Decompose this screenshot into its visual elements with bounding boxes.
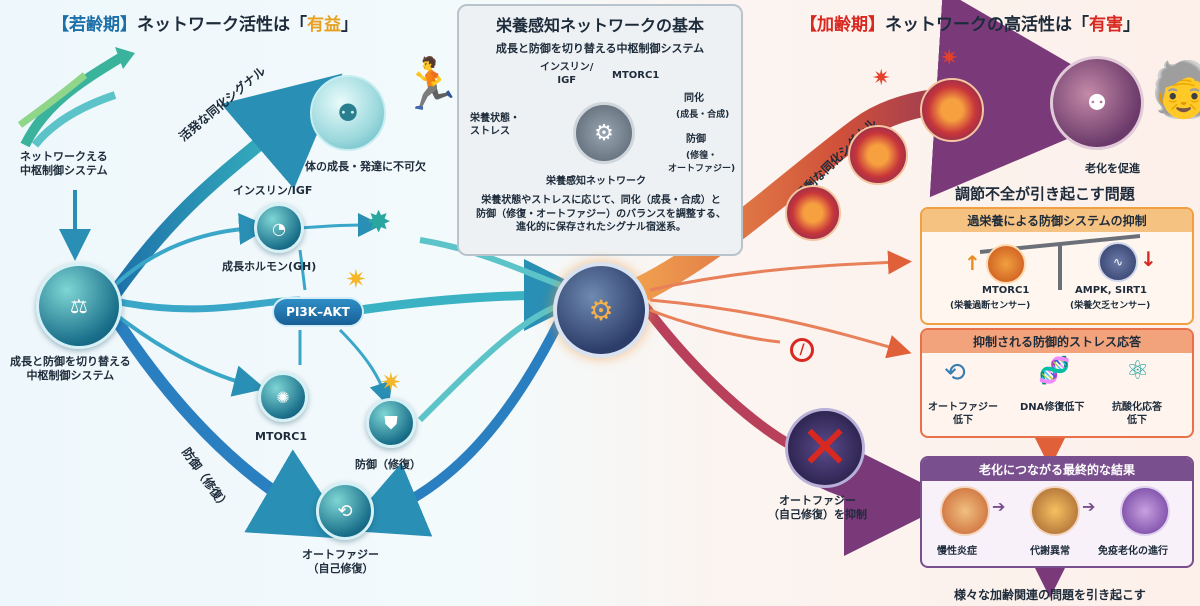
footer-text: 様々な加齢関連の問題を引き起こす: [954, 588, 1146, 602]
hub-label: 成長と防御を切り替える 中枢制御システム: [10, 355, 131, 382]
growth-leaves-icon: [17, 47, 135, 148]
spark-icon: ✷: [345, 265, 367, 295]
spark-icon-4: ✷: [940, 46, 959, 71]
runner-icon: 🏃: [400, 55, 463, 113]
center-anabolism: 同化: [684, 93, 704, 104]
mtorc1-label-left: MTORC1: [255, 430, 307, 443]
autophagy-down-icon: ⟲: [944, 358, 966, 388]
gh-label: 成長ホルモン(GH): [222, 260, 317, 273]
burst-icon: ✸: [366, 205, 392, 240]
autophagy-label: オートファジー （自己修復）: [302, 548, 379, 575]
center-network-label: 栄養感知ネットワーク: [546, 176, 646, 187]
autophagy-suppressed-node: ✕: [785, 408, 865, 488]
box3-title: 老化につながる最終的な結果: [922, 458, 1192, 481]
aging-label: 老化を促進: [1085, 162, 1140, 175]
cell-icon: ⚉: [310, 75, 386, 151]
left-title-bracket: 【若齢期】: [52, 15, 137, 35]
pi3k-akt-node: PI3K–AKT: [272, 297, 364, 327]
result-inflammation: 慢性炎症: [937, 546, 977, 557]
cell-icon: [848, 125, 908, 185]
mtorc1-right-node: [986, 244, 1026, 284]
problems-title: 調節不全が引き起こす問題: [955, 185, 1135, 203]
gear-icon: ⚙: [573, 102, 635, 164]
spark-icon-2: ✷: [380, 368, 402, 398]
arrow-right-icon: ➔: [992, 497, 1006, 516]
item-antiox: 抗酸化応答 低下: [1112, 402, 1162, 426]
left-title: 【若齢期】ネットワーク活性は「有益」: [52, 10, 358, 35]
arrow-down-icon: ↓: [1140, 247, 1157, 271]
atom-icon: ⚛: [1126, 356, 1150, 386]
spark-icon-3: ✷: [872, 66, 891, 91]
right-title-main: ネットワークの高活性は「: [885, 15, 1089, 35]
center-insulin: インスリン/ IGF: [540, 62, 594, 86]
insulin-node: ◔: [254, 203, 304, 253]
right-title-bracket: 【加齢期】: [800, 15, 885, 35]
result-metabolic: 代謝異常: [1030, 546, 1070, 557]
arrow-right-icon-2: ➔: [1082, 497, 1096, 516]
center-nutrition: 栄養状態・ ストレス: [470, 113, 520, 137]
inflammation-icon: [940, 486, 990, 536]
autophagy-node: ⟲: [316, 482, 374, 540]
item-dna: DNA修復低下: [1020, 402, 1085, 413]
left-title-emph: 有益: [307, 15, 341, 35]
left-title-main: ネットワーク活性は「: [137, 15, 307, 35]
hub-node: ⚖: [36, 263, 122, 349]
mtorc1-node-left: ✺: [258, 372, 308, 422]
prohibit-icon: /: [790, 338, 814, 362]
center-defense: 防御: [686, 134, 706, 145]
metabolic-icon: [1030, 486, 1080, 536]
box-suppressed-defense: 抑制される防御的ストレス応答: [920, 328, 1194, 438]
right-title: 【加齢期】ネットワークの高活性は「有害」: [800, 10, 1140, 35]
dna-icon: 🧬: [1038, 356, 1071, 386]
center-anabolism-sub: (成長・合成): [676, 110, 730, 120]
ampk-name: AMPK, SIRT1: [1075, 285, 1148, 296]
insulin-label: インスリン/IGF: [233, 184, 313, 197]
center-mtorc1: MTORC1: [612, 70, 660, 81]
scales-icon: ⚖: [70, 294, 88, 318]
arrow-up-icon: ↑: [964, 251, 981, 275]
center-title: 栄養感知ネットワークの基本: [495, 16, 704, 35]
mtorc1-right-name: MTORC1: [982, 285, 1030, 296]
cell-icon: [785, 185, 841, 241]
left-title-end: 」: [341, 15, 358, 35]
cell-icon: [920, 78, 984, 142]
center-description: 栄養状態やストレスに応じて、同化（成長・合成）と 防御（修復・オートファジー）の…: [476, 195, 726, 233]
mtorc1-right-sub: (栄養過断センサー): [950, 301, 1031, 311]
box1-title: 過栄養による防御システムの抑制: [922, 209, 1192, 232]
growth-caption: 体の成長・発達に不可欠: [305, 160, 426, 173]
immune-icon: [1120, 486, 1170, 536]
network-icon: ⚙: [553, 262, 649, 358]
center-defense-sub: (修徨・ オートファジー): [668, 151, 736, 174]
autophagy-suppressed-label: オートファジー （自己修復）を抑制: [768, 494, 867, 521]
top-system-label: ネットワークえる 中枢制御システム: [20, 150, 108, 177]
item-autophagy: オートファジー 低下: [928, 402, 998, 426]
center-subtitle: 成長と防御を切り替える中枢制御システム: [495, 42, 705, 55]
right-title-end: 」: [1123, 15, 1140, 35]
aged-cell-icon: ⚉: [1050, 56, 1144, 150]
ampk-sub: (栄養欠乏センサー): [1070, 301, 1151, 311]
box-overnutrition: 過栄養による防御システムの抑制: [920, 207, 1194, 325]
shield-icon: ⛊: [366, 398, 416, 448]
defense-node-label: 防御（修復）: [355, 458, 421, 471]
box2-title: 抑制される防御的ストレス応答: [922, 330, 1192, 353]
right-title-emph: 有害: [1089, 15, 1123, 35]
aging-person-icon: 🧓: [1150, 58, 1200, 121]
ampk-node: ∿: [1098, 242, 1138, 282]
result-immune: 免疫老化の進行: [1098, 546, 1168, 557]
